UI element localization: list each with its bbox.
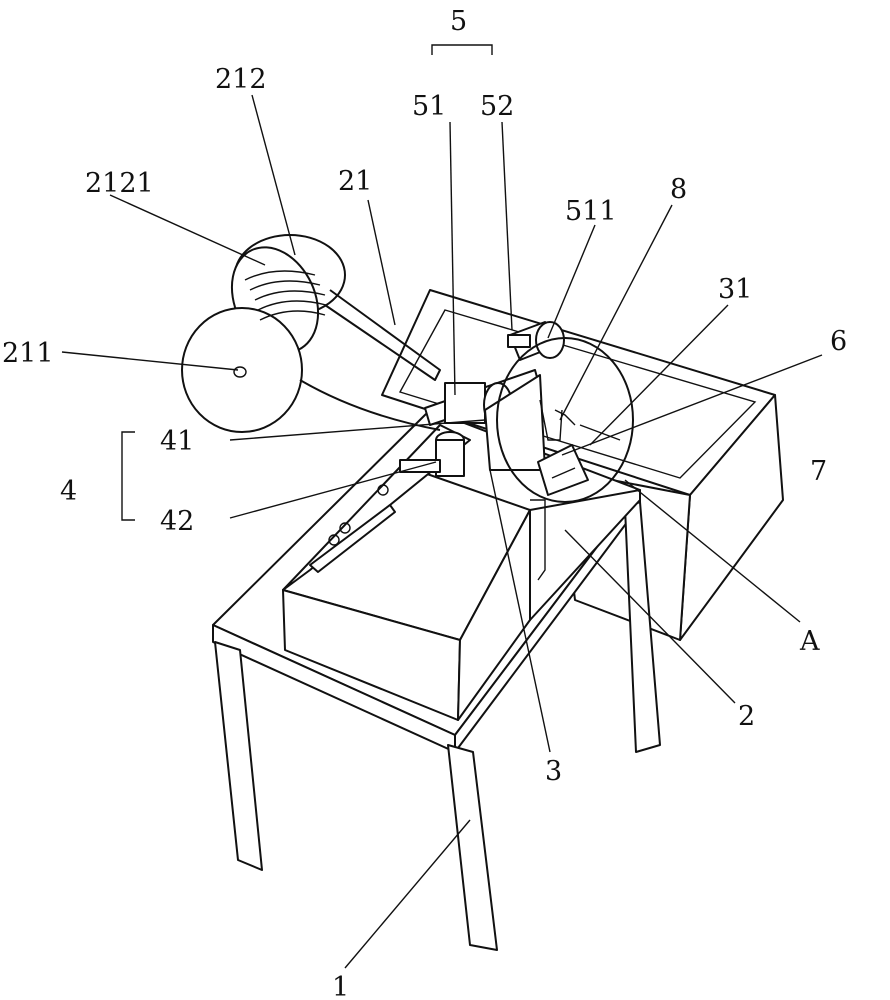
bracket-5 [432,45,492,55]
label-2121: 2121 [85,168,154,199]
label-511: 511 [565,196,617,227]
label-1: 1 [332,972,349,1000]
label-3: 3 [545,756,562,787]
label-7: 7 [810,456,827,487]
label-211: 211 [2,338,54,369]
label-31: 31 [718,274,752,305]
label-212: 212 [215,64,267,95]
label-51: 51 [412,91,446,122]
label-5: 5 [450,6,467,37]
label-21: 21 [338,166,372,197]
label-42: 42 [160,506,194,537]
label-6: 6 [830,326,847,357]
label-41: 41 [160,426,194,457]
label-2: 2 [738,701,755,732]
label-A: A [799,626,820,657]
label-4: 4 [60,476,77,507]
label-8: 8 [670,174,687,205]
bracket-4 [122,432,135,520]
label-52: 52 [480,91,514,122]
